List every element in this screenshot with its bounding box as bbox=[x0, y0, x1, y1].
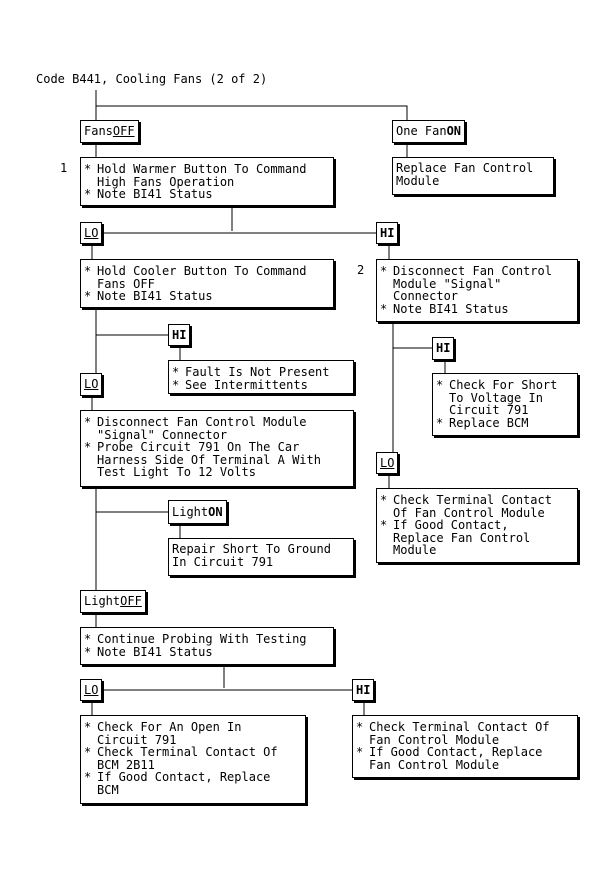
note-bi41-item: Note BI41 Status bbox=[81, 188, 333, 201]
continue-probing-step: Continue Probing With Testing Note BI41 … bbox=[80, 627, 334, 665]
one-fan-on-condition: One Fan ON bbox=[392, 120, 466, 143]
check-open-step: Check For An Open In Circuit 791 Check T… bbox=[80, 715, 306, 804]
replace-module-step: Replace Fan Control Module bbox=[392, 157, 554, 195]
check-terminal-item: Check Terminal Contact Of Fan Control Mo… bbox=[377, 494, 577, 519]
check-short-item: Check For Short To Voltage In Circuit 79… bbox=[433, 379, 577, 417]
hold-cooler-item: Hold Cooler Button To Command Fans OFF bbox=[81, 265, 333, 290]
light-on-condition: Light ON bbox=[168, 500, 227, 524]
check-terminal-bcm-item: Check Terminal Contact Of BCM 2B11 bbox=[81, 746, 305, 771]
good-contact-item: If Good Contact, Replace Fan Control Mod… bbox=[377, 519, 577, 557]
fans-off-prefix: Fans bbox=[84, 124, 113, 139]
hi-condition-4: HI bbox=[352, 679, 375, 701]
step-number-2: 2 bbox=[357, 263, 365, 277]
lo-condition-3: LO bbox=[376, 452, 399, 474]
replace-bcm-item: Replace BCM bbox=[433, 417, 577, 430]
check-terminal-item: Check Terminal Contact Of Fan Control Mo… bbox=[353, 721, 577, 746]
fans-off-condition: Fans OFF bbox=[80, 120, 139, 143]
disconnect-probe-step: Disconnect Fan Control Module "Signal" C… bbox=[80, 410, 354, 487]
check-terminal-bottom-step: Check Terminal Contact Of Fan Control Mo… bbox=[352, 715, 578, 778]
fault-not-present-item: Fault Is Not Present bbox=[169, 366, 353, 379]
probe-circuit-item: Probe Circuit 791 On The Car Harness Sid… bbox=[81, 441, 353, 479]
light-off-value: OFF bbox=[120, 594, 142, 609]
continue-probing-item: Continue Probing With Testing bbox=[81, 633, 333, 646]
line-title-split bbox=[95, 90, 408, 120]
disconnect-signal-item: Disconnect Fan Control Module "Signal" C… bbox=[377, 265, 577, 303]
hold-warmer-item: Hold Warmer Button To Command High Fans … bbox=[81, 163, 333, 188]
light-on-value: ON bbox=[208, 504, 223, 519]
hi-condition-3: HI bbox=[432, 337, 455, 360]
repair-short-step: Repair Short To Ground In Circuit 791 bbox=[168, 538, 354, 576]
note-bi41-item: Note BI41 Status bbox=[377, 303, 577, 316]
hi-condition-1: HI bbox=[376, 222, 399, 244]
light-off-prefix: Light bbox=[84, 594, 121, 609]
lo-condition-2: LO bbox=[80, 373, 103, 396]
page-title: Code B441, Cooling Fans (2 of 2) bbox=[36, 72, 268, 86]
light-on-prefix: Light bbox=[172, 504, 209, 519]
disconnect-connector-item: Disconnect Fan Control Module "Signal" C… bbox=[81, 416, 353, 441]
note-bi41-item: Note BI41 Status bbox=[81, 290, 333, 303]
fault-not-present-step: Fault Is Not Present See Intermittents bbox=[168, 360, 354, 394]
one-fan-value: ON bbox=[446, 124, 462, 139]
lo-condition-1: LO bbox=[80, 222, 103, 244]
fans-off-value: OFF bbox=[112, 124, 135, 139]
lo-condition-4: LO bbox=[80, 679, 103, 701]
one-fan-prefix: One Fan bbox=[396, 124, 447, 139]
see-intermittents-item: See Intermittents bbox=[169, 378, 353, 392]
hi-condition-2: HI bbox=[168, 324, 191, 346]
check-short-voltage-step: Check For Short To Voltage In Circuit 79… bbox=[432, 373, 578, 436]
hold-cooler-step: Hold Cooler Button To Command Fans OFF N… bbox=[80, 259, 334, 308]
note-bi41-item: Note BI41 Status bbox=[81, 645, 333, 659]
check-open-item: Check For An Open In Circuit 791 bbox=[81, 721, 305, 746]
hold-warmer-step: Hold Warmer Button To Command High Fans … bbox=[80, 157, 334, 206]
step-number-1: 1 bbox=[60, 161, 68, 175]
good-contact-item: If Good Contact, Replace Fan Control Mod… bbox=[353, 746, 577, 771]
replace-bcm-item: If Good Contact, Replace BCM bbox=[81, 771, 305, 796]
light-off-condition: Light OFF bbox=[80, 590, 146, 613]
disconnect-signal-step: Disconnect Fan Control Module "Signal" C… bbox=[376, 259, 578, 322]
check-terminal-right-step: Check Terminal Contact Of Fan Control Mo… bbox=[376, 488, 578, 563]
